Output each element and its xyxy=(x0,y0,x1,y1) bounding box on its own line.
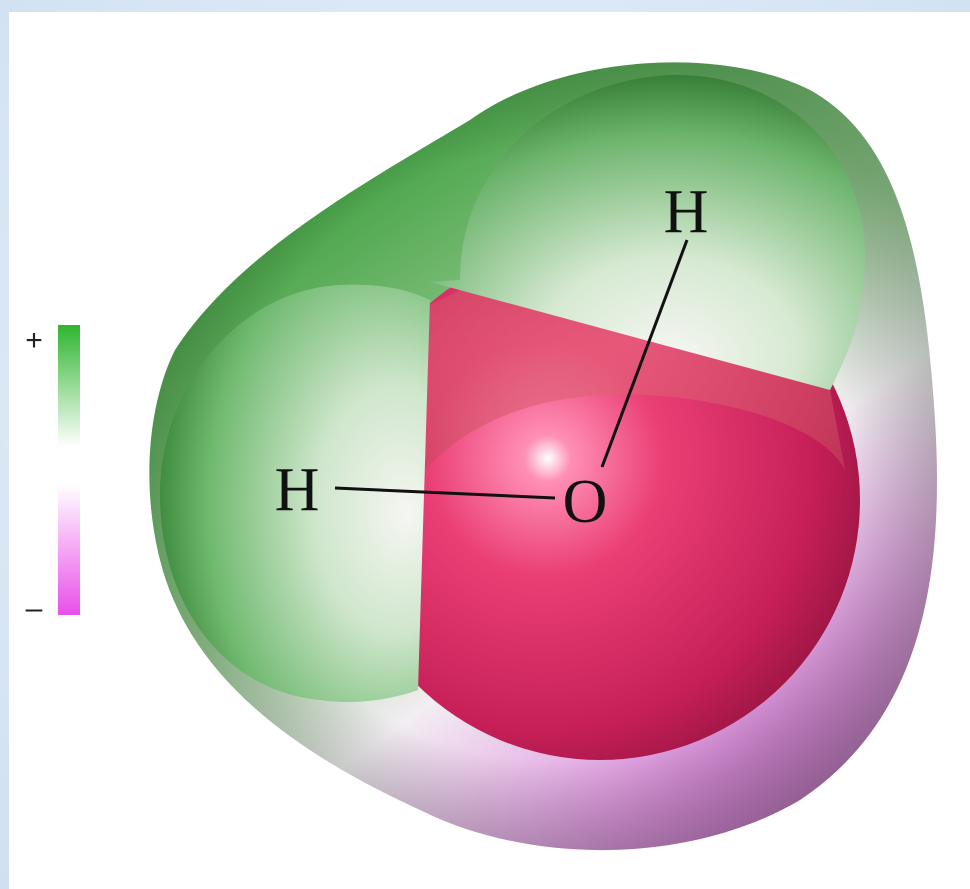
charge-scale-positive-label: + xyxy=(25,324,43,357)
hydrogen-top-label: H xyxy=(664,178,709,246)
charge-scale-negative-label: – xyxy=(26,592,43,625)
bond-top-h-o xyxy=(600,239,689,468)
hydrogen-left-sphere xyxy=(160,284,430,702)
charge-scale-bar xyxy=(58,325,80,615)
hydrogen-top-atom xyxy=(430,74,865,390)
hydrogen-left-atom xyxy=(160,284,430,702)
hydrogen-left-label: H xyxy=(275,456,320,524)
charge-scale: + – xyxy=(25,324,80,625)
hydrogen-top-sphere xyxy=(430,74,865,390)
oxygen-label: O xyxy=(563,468,608,536)
bond-left-h-o xyxy=(334,486,556,500)
